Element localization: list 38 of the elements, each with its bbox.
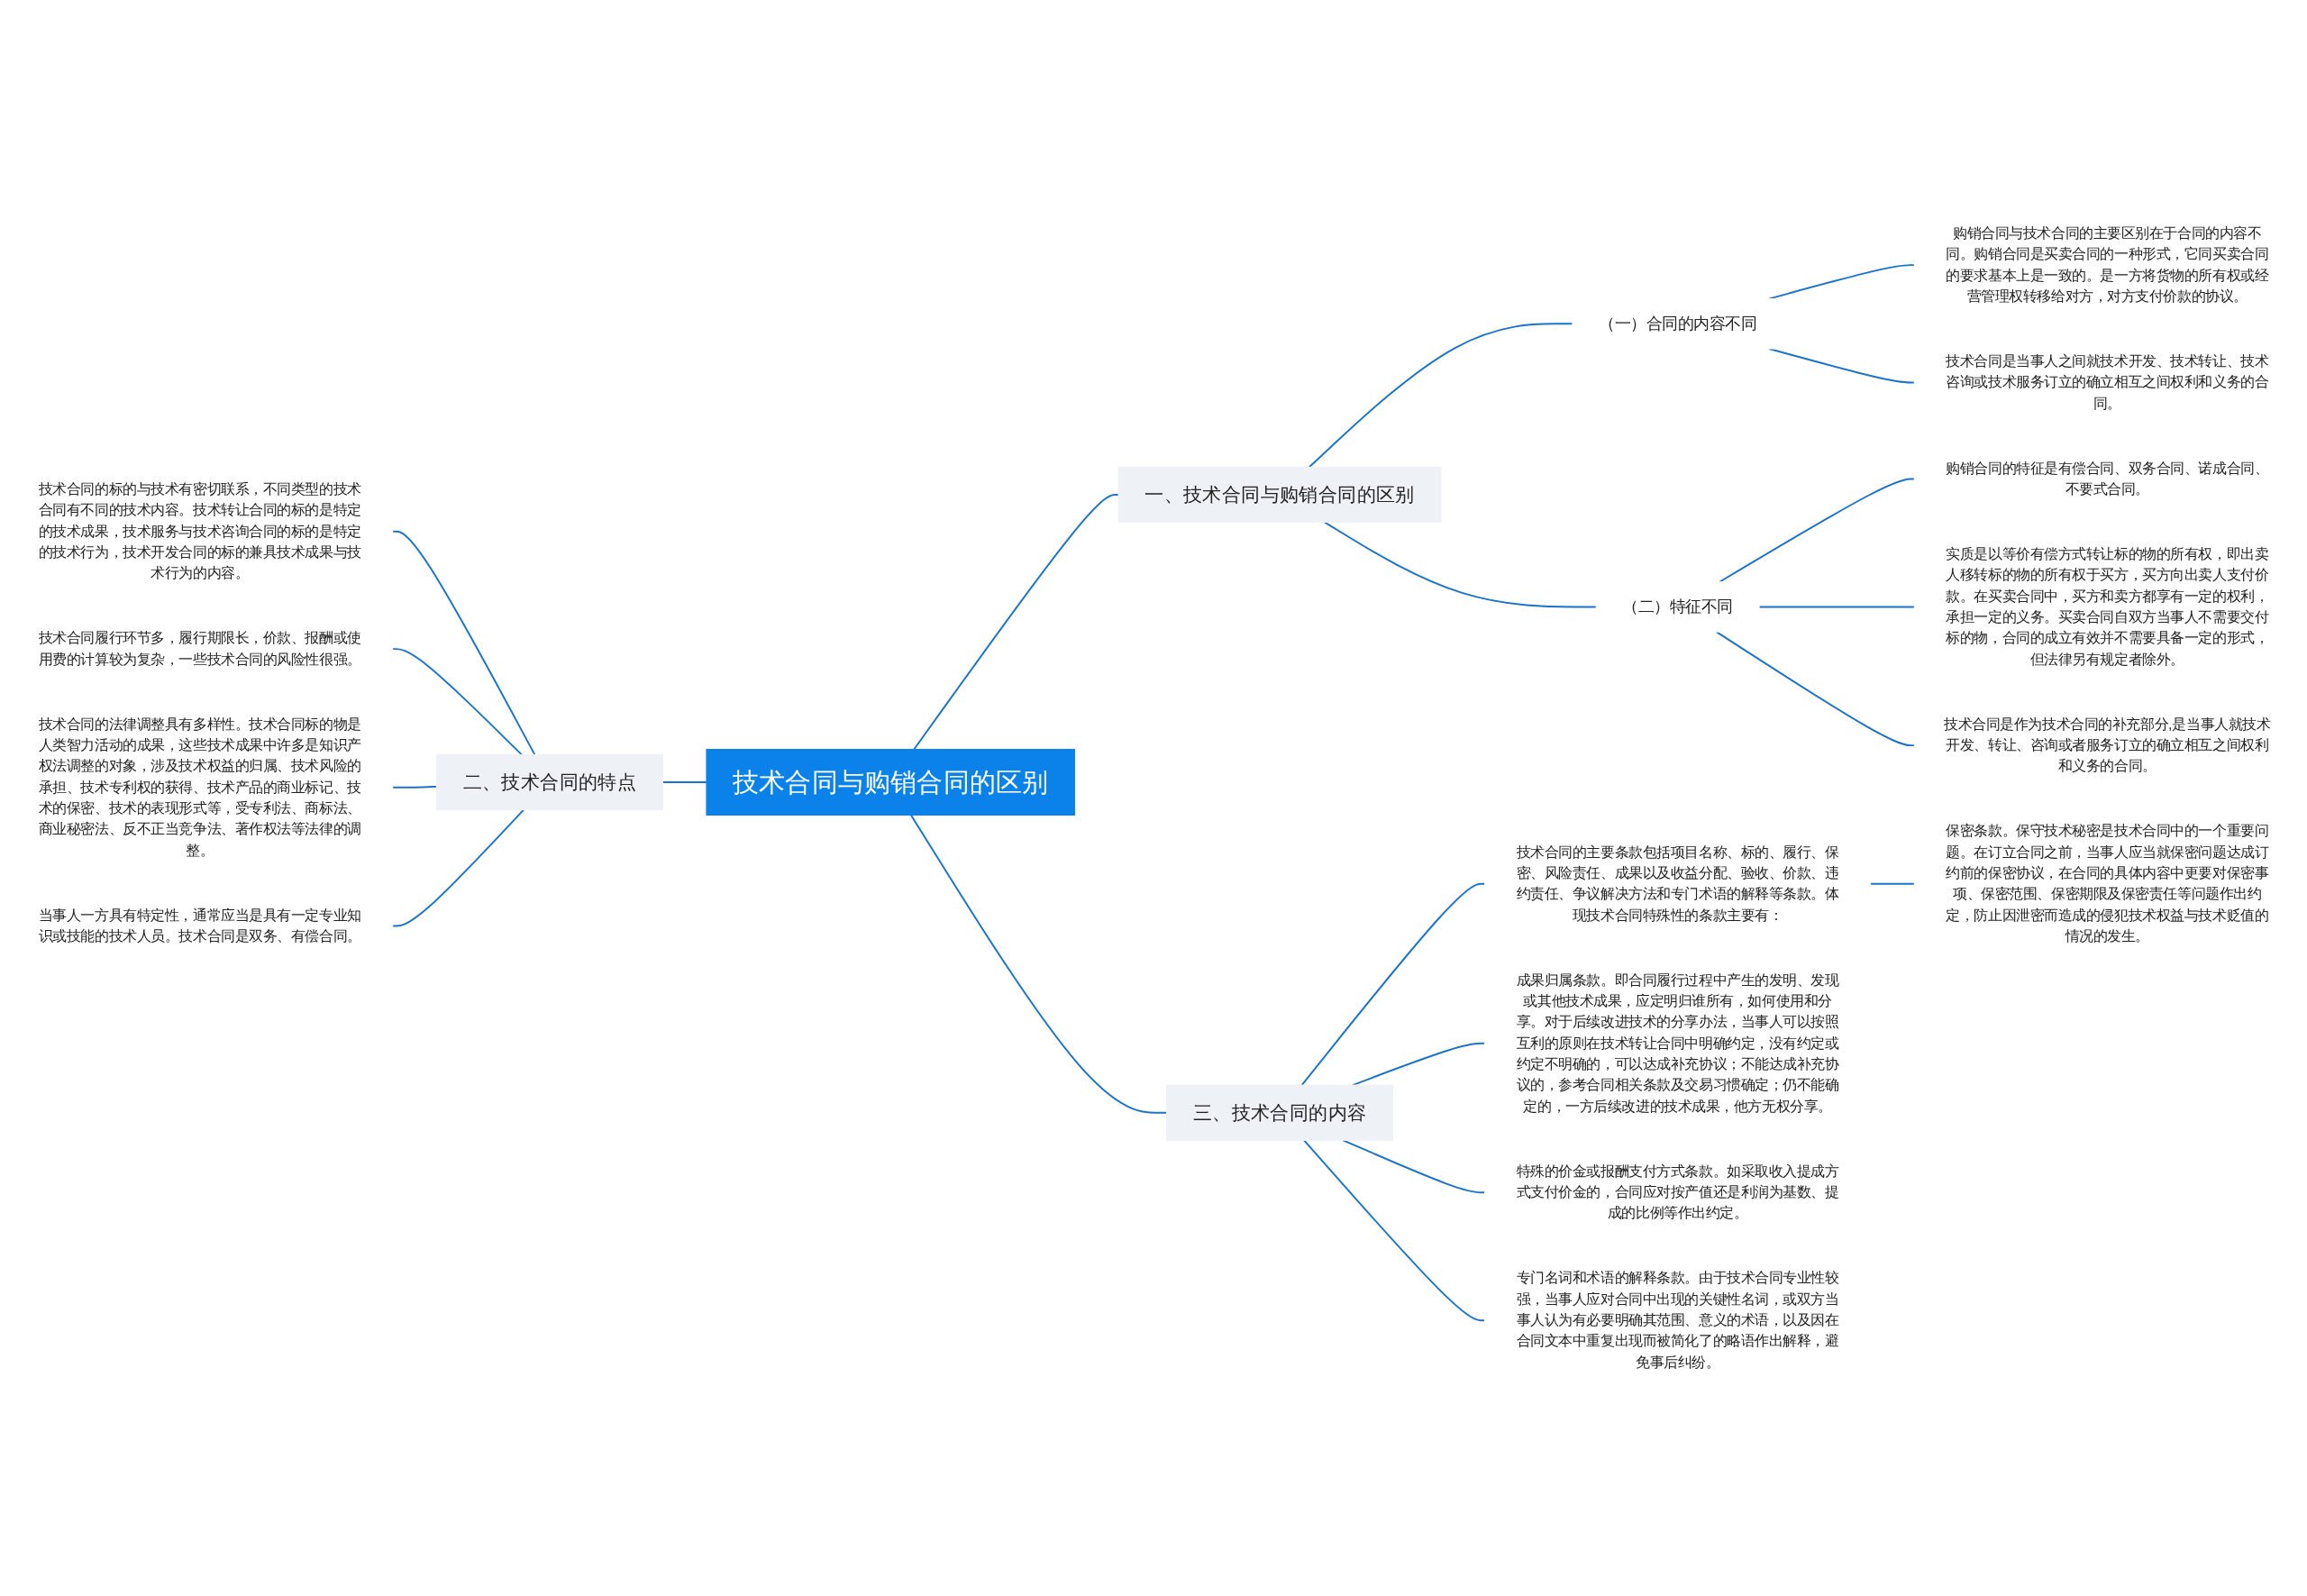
node-text: 技术合同的标的与技术有密切联系，不同类型的技术合同有不同的技术内容。技术转让合同的标的是特定的技术成果，技术服务与技术咨询合同的标的是特定的技术行为，技术开发合同的标的兼具技术成果与技术行为的内容。	[38, 481, 361, 581]
node-text: 当事人一方具有特定性，通常应当是具有一定专业知识或技能的技术人员。技术合同是双务、有偿合同。	[38, 907, 361, 944]
connector	[661, 781, 707, 783]
connector	[1303, 1139, 1486, 1322]
connector	[1768, 264, 1916, 300]
node-box: 三、技术合同的内容	[1166, 1084, 1393, 1141]
node-text: （一）合同的内容不同	[1599, 315, 1757, 333]
node-text: 技术合同的法律调整具有多样性。技术合同标的物是人类智力活动的成果，这些技术成果中许多是知识产权法调整的对象，涉及技术权益的归属、技术风险的承担、技术专利权的获得、技术产品的商业标记、技术的保密、技术的表现形式等，受专利法、商标法、商业秘密法、反不正当竞争法、著作权法等法律的调整。	[38, 716, 361, 858]
connector	[1342, 1139, 1486, 1194]
connector	[391, 648, 523, 756]
node-text: 实质是以等价有偿方式转让标的物的所有权，即出卖人移转标的物的所有权于买方，买方向出卖人支付价款。在买卖合同中，买方和卖方都享有一定的权利，承担一定的义务。买卖合同自双方当事人不需要交付标的物，合同的成立有效并不需要具备一定的形式，但法律另有规定者除外。	[1946, 546, 2269, 667]
connector	[1719, 478, 1916, 583]
node-text: 技术合同是作为技术合同的补充部分,是当事人就技术开发、转让、咨询或者服务订立的确立相互之间权利和义务的合同。	[1944, 716, 2271, 774]
connector	[1869, 882, 1916, 885]
node-text: 技术合同是当事人之间就技术开发、技术转让、技术咨询或技术服务订立的确立相互之间权利和义务的合同。	[1946, 353, 2269, 411]
node-text: 购销合同与技术合同的主要区别在于合同的内容不同。购销合同是买卖合同的一种形式，它同买卖合同的要求基本上是一致的。是一方将货物的所有权或经营管理权转移给对方，对方支付价款的协议。	[1946, 225, 2269, 304]
connector	[391, 808, 525, 927]
node-text: 购销合同的特征是有偿合同、双务合同、诺成合同、不要式合同。	[1946, 461, 2269, 497]
connector	[391, 785, 438, 789]
node-text: （二）特征不同	[1622, 597, 1733, 616]
node-box: 二、技术合同的特点	[435, 753, 663, 811]
node-text: 技术合同履行环节多，履行期限长，价款、报酬或使用费的计算较为复杂，一些技术合同的风险性很强。	[38, 630, 361, 667]
node-box: 技术合同与购销合同的区别	[706, 749, 1075, 816]
node-text: 成果归属条款。即合同履行过程中产生的发明、发现或其他技术成果，应定明归谁所有，如何使用和分享。对于后续改进技术的分享办法，当事人可以按照互利的原则在技术转让合同中明确约定，没有约定或约定不明确的，可以达成补充协议；不能达成补充协议的，参考合同相关条款及交易习惯确定；仍不能确定的，一方后续改进的技术成果，他方无权分享。	[1516, 972, 1839, 1114]
connector	[913, 494, 1120, 751]
node-text: 专门名词和术语的解释条款。由于技术合同专业性较强，当事人应对合同中出现的关键性名词，或双方当事人认为有必要明确其范围、意义的术语，以及因在合同文本中重复出现而被简化了的略语作出解释，避免事后纠纷。	[1516, 1270, 1839, 1370]
connector	[1352, 1042, 1486, 1086]
connector	[391, 530, 536, 756]
connector	[909, 814, 1168, 1114]
connector	[1324, 521, 1598, 608]
node-text: 特殊的价金或报酬支付方式条款。如采取收入提成方式支付价金的，合同应对按产值还是利润为基数、提成的比例等作出约定。	[1516, 1163, 1839, 1221]
connector	[1308, 323, 1573, 469]
connector	[1758, 606, 1916, 608]
node-box: 一、技术合同与购销合同的区别	[1117, 466, 1442, 524]
connector	[1300, 882, 1486, 1086]
node-text: 技术合同的主要条款包括项目名称、标的、履行、保密、风险责任、成果以及收益分配、验收、价款、违约责任、争议解决方法和专门术语的解释等条款。体现技术合同特殊性的条款主要有：	[1516, 844, 1839, 923]
connector	[1715, 631, 1916, 747]
node-text: 保密条款。保守技术秘密是技术合同中的一个重要问题。在订立合同之前，当事人应当就保密问题达成订约前的保密协议，在合同的具体内容中更要对保密事项、保密范围、保密期限及保密责任等问题作出约定，防止因泄密而造成的侵犯技术权益与技术贬值的情况的发生。	[1946, 823, 2269, 944]
